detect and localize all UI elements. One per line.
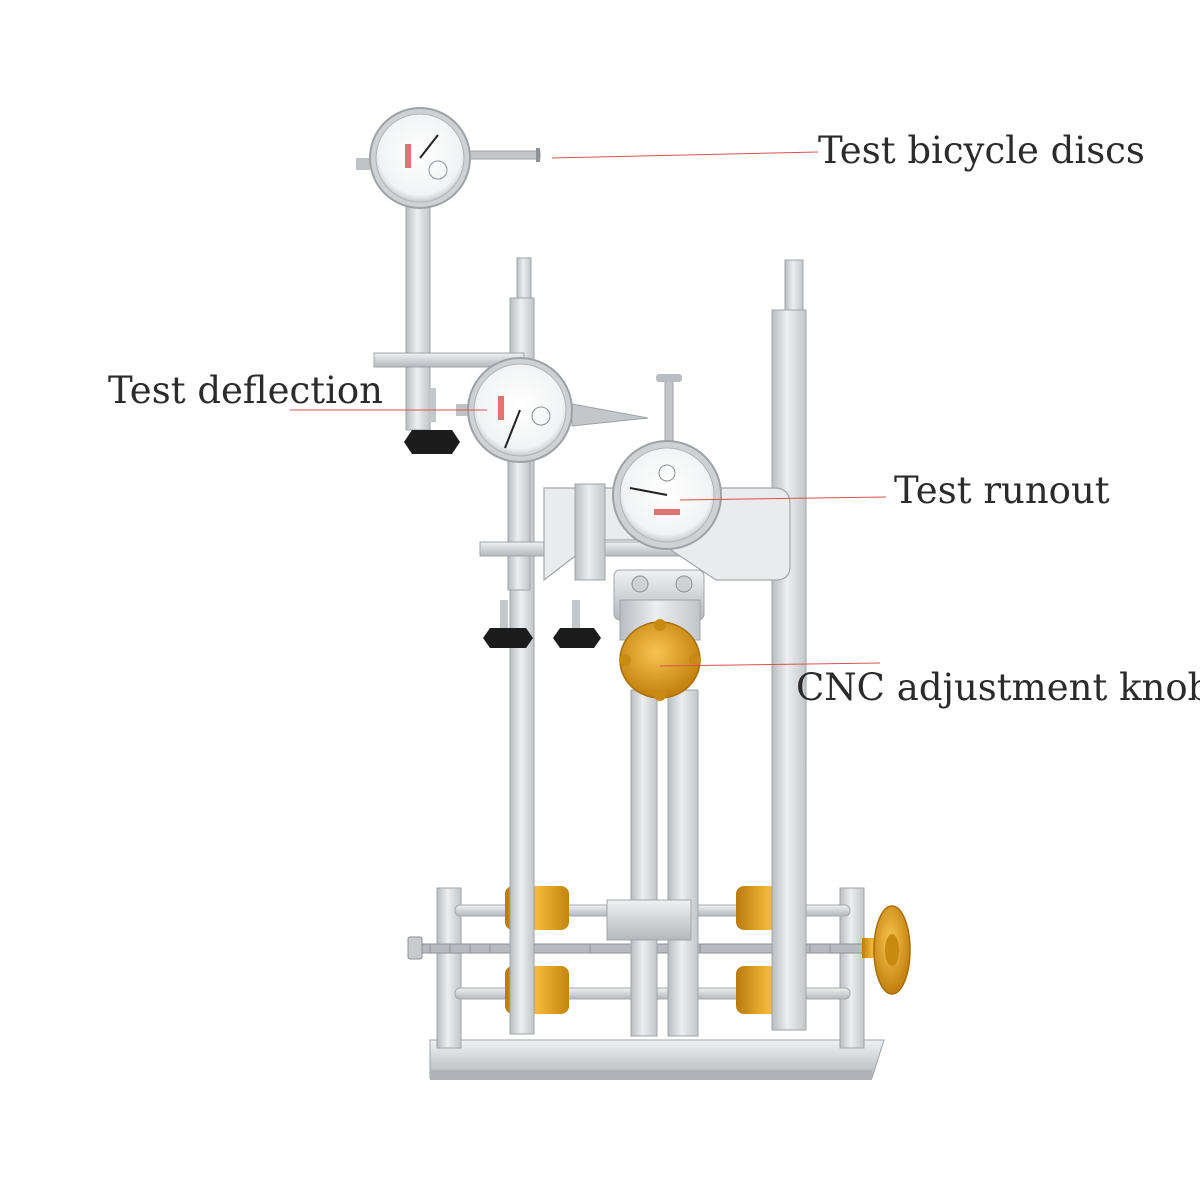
disc-gauge-arm: [373, 199, 525, 454]
base-side-brackets: [436, 887, 865, 1049]
leader-line-discs: [551, 151, 819, 159]
base-plate: [429, 1039, 885, 1080]
leader-line-knob: [659, 662, 881, 667]
label-test-deflection: Test deflection: [108, 369, 384, 412]
leader-line-runout: [679, 496, 887, 501]
label-test-runout: Test runout: [894, 469, 1110, 512]
label-cnc-adjustment-knob: CNC adjustment knob: [796, 666, 1200, 709]
dial-gauge-deflection: [456, 357, 649, 463]
side-hand-wheel: [862, 905, 911, 995]
cnc-adjustment-knob: [619, 619, 701, 701]
leader-lines: [290, 151, 887, 667]
dial-gauge-runout: [612, 374, 722, 550]
dial-gauge-disc: [356, 107, 541, 209]
label-test-bicycle-discs: Test bicycle discs: [818, 129, 1145, 172]
